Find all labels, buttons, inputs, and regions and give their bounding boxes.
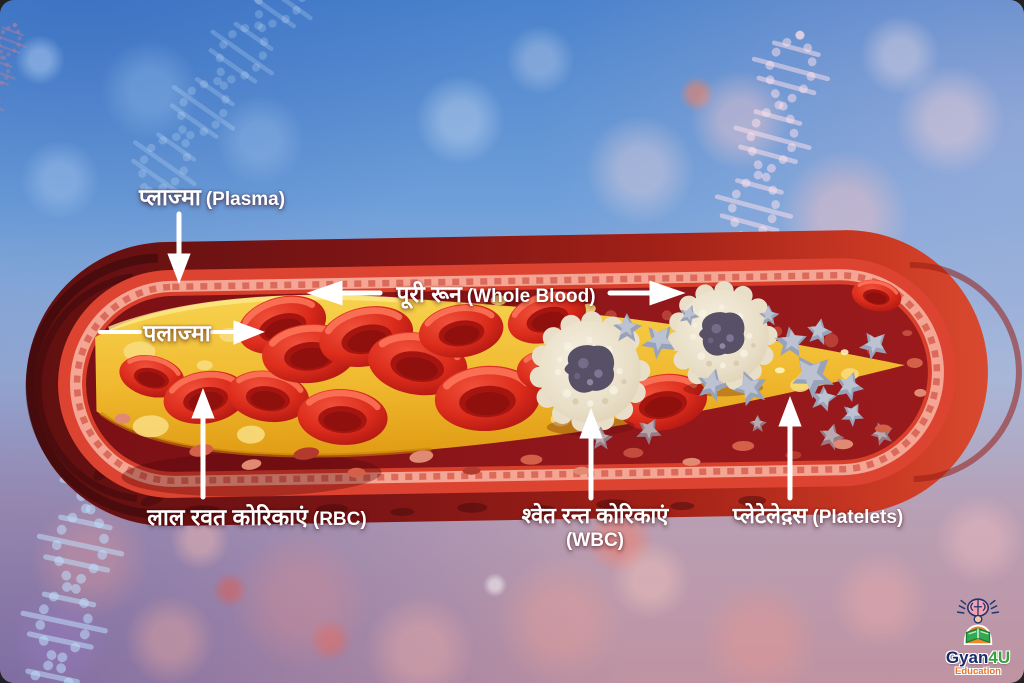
wbc-label: श्वेत रन्त कोरिकाएं (WBC): [522, 500, 669, 552]
rbc-label-hindi: लाल रवत कोरिकाएं: [147, 504, 308, 530]
rbc-arrow: [191, 387, 215, 500]
wbc-label-hindi: श्वेत रन्त कोरिकाएं: [521, 503, 669, 528]
plasma-outer-label-hindi: प्लाज्मा: [138, 184, 201, 210]
gyan4u-logo: Gyan4U Education: [937, 597, 1019, 677]
plasma-inner-label-hindi: पलाज्मा: [143, 320, 211, 346]
whole-blood-right-arrow: [607, 280, 686, 306]
plasma-inner-label: पलाज्मा: [143, 316, 210, 348]
blood-vessel: [25, 230, 1022, 527]
brand-tagline: Education: [955, 666, 1001, 677]
wbc-label-latin: (WBC): [565, 530, 625, 551]
dna-helix-corner: [0, 19, 32, 158]
rbc-label: लाल रवत कोरिकाएं(RBC): [147, 500, 366, 532]
rbc-label-latin: (RBC): [312, 509, 367, 530]
whole-blood-label-latin: (Whole Blood): [466, 286, 596, 307]
brand-name-primary: Gyan: [945, 648, 989, 667]
platelets-label-hindi: प्लेटेलेद़स: [732, 503, 808, 528]
gyan4u-logo-icon: [956, 598, 1000, 645]
brand-name-secondary: 4U: [988, 648, 1011, 667]
plasma-outer-arrow: [167, 211, 191, 285]
whole-blood-label: पूरी रून(Whole Blood): [396, 277, 595, 309]
platelets-label: प्लेटेलेद़स(Platelets): [733, 500, 903, 530]
whole-blood-left-arrow: [306, 280, 383, 306]
brand-name: Gyan4U: [937, 649, 1019, 666]
whole-blood-label-hindi: पूरी रून: [396, 281, 462, 307]
wbc-arrow: [579, 407, 603, 501]
plasma-inner-arrow: [210, 320, 265, 345]
annotation-arrows: [98, 211, 802, 501]
platelets-label-latin: (Platelets): [812, 507, 904, 528]
plasma-outer-label-latin: (Plasma): [205, 189, 286, 210]
platelets-arrow: [778, 395, 802, 501]
plasma-outer-label: प्लाज्मा(Plasma): [139, 180, 285, 212]
